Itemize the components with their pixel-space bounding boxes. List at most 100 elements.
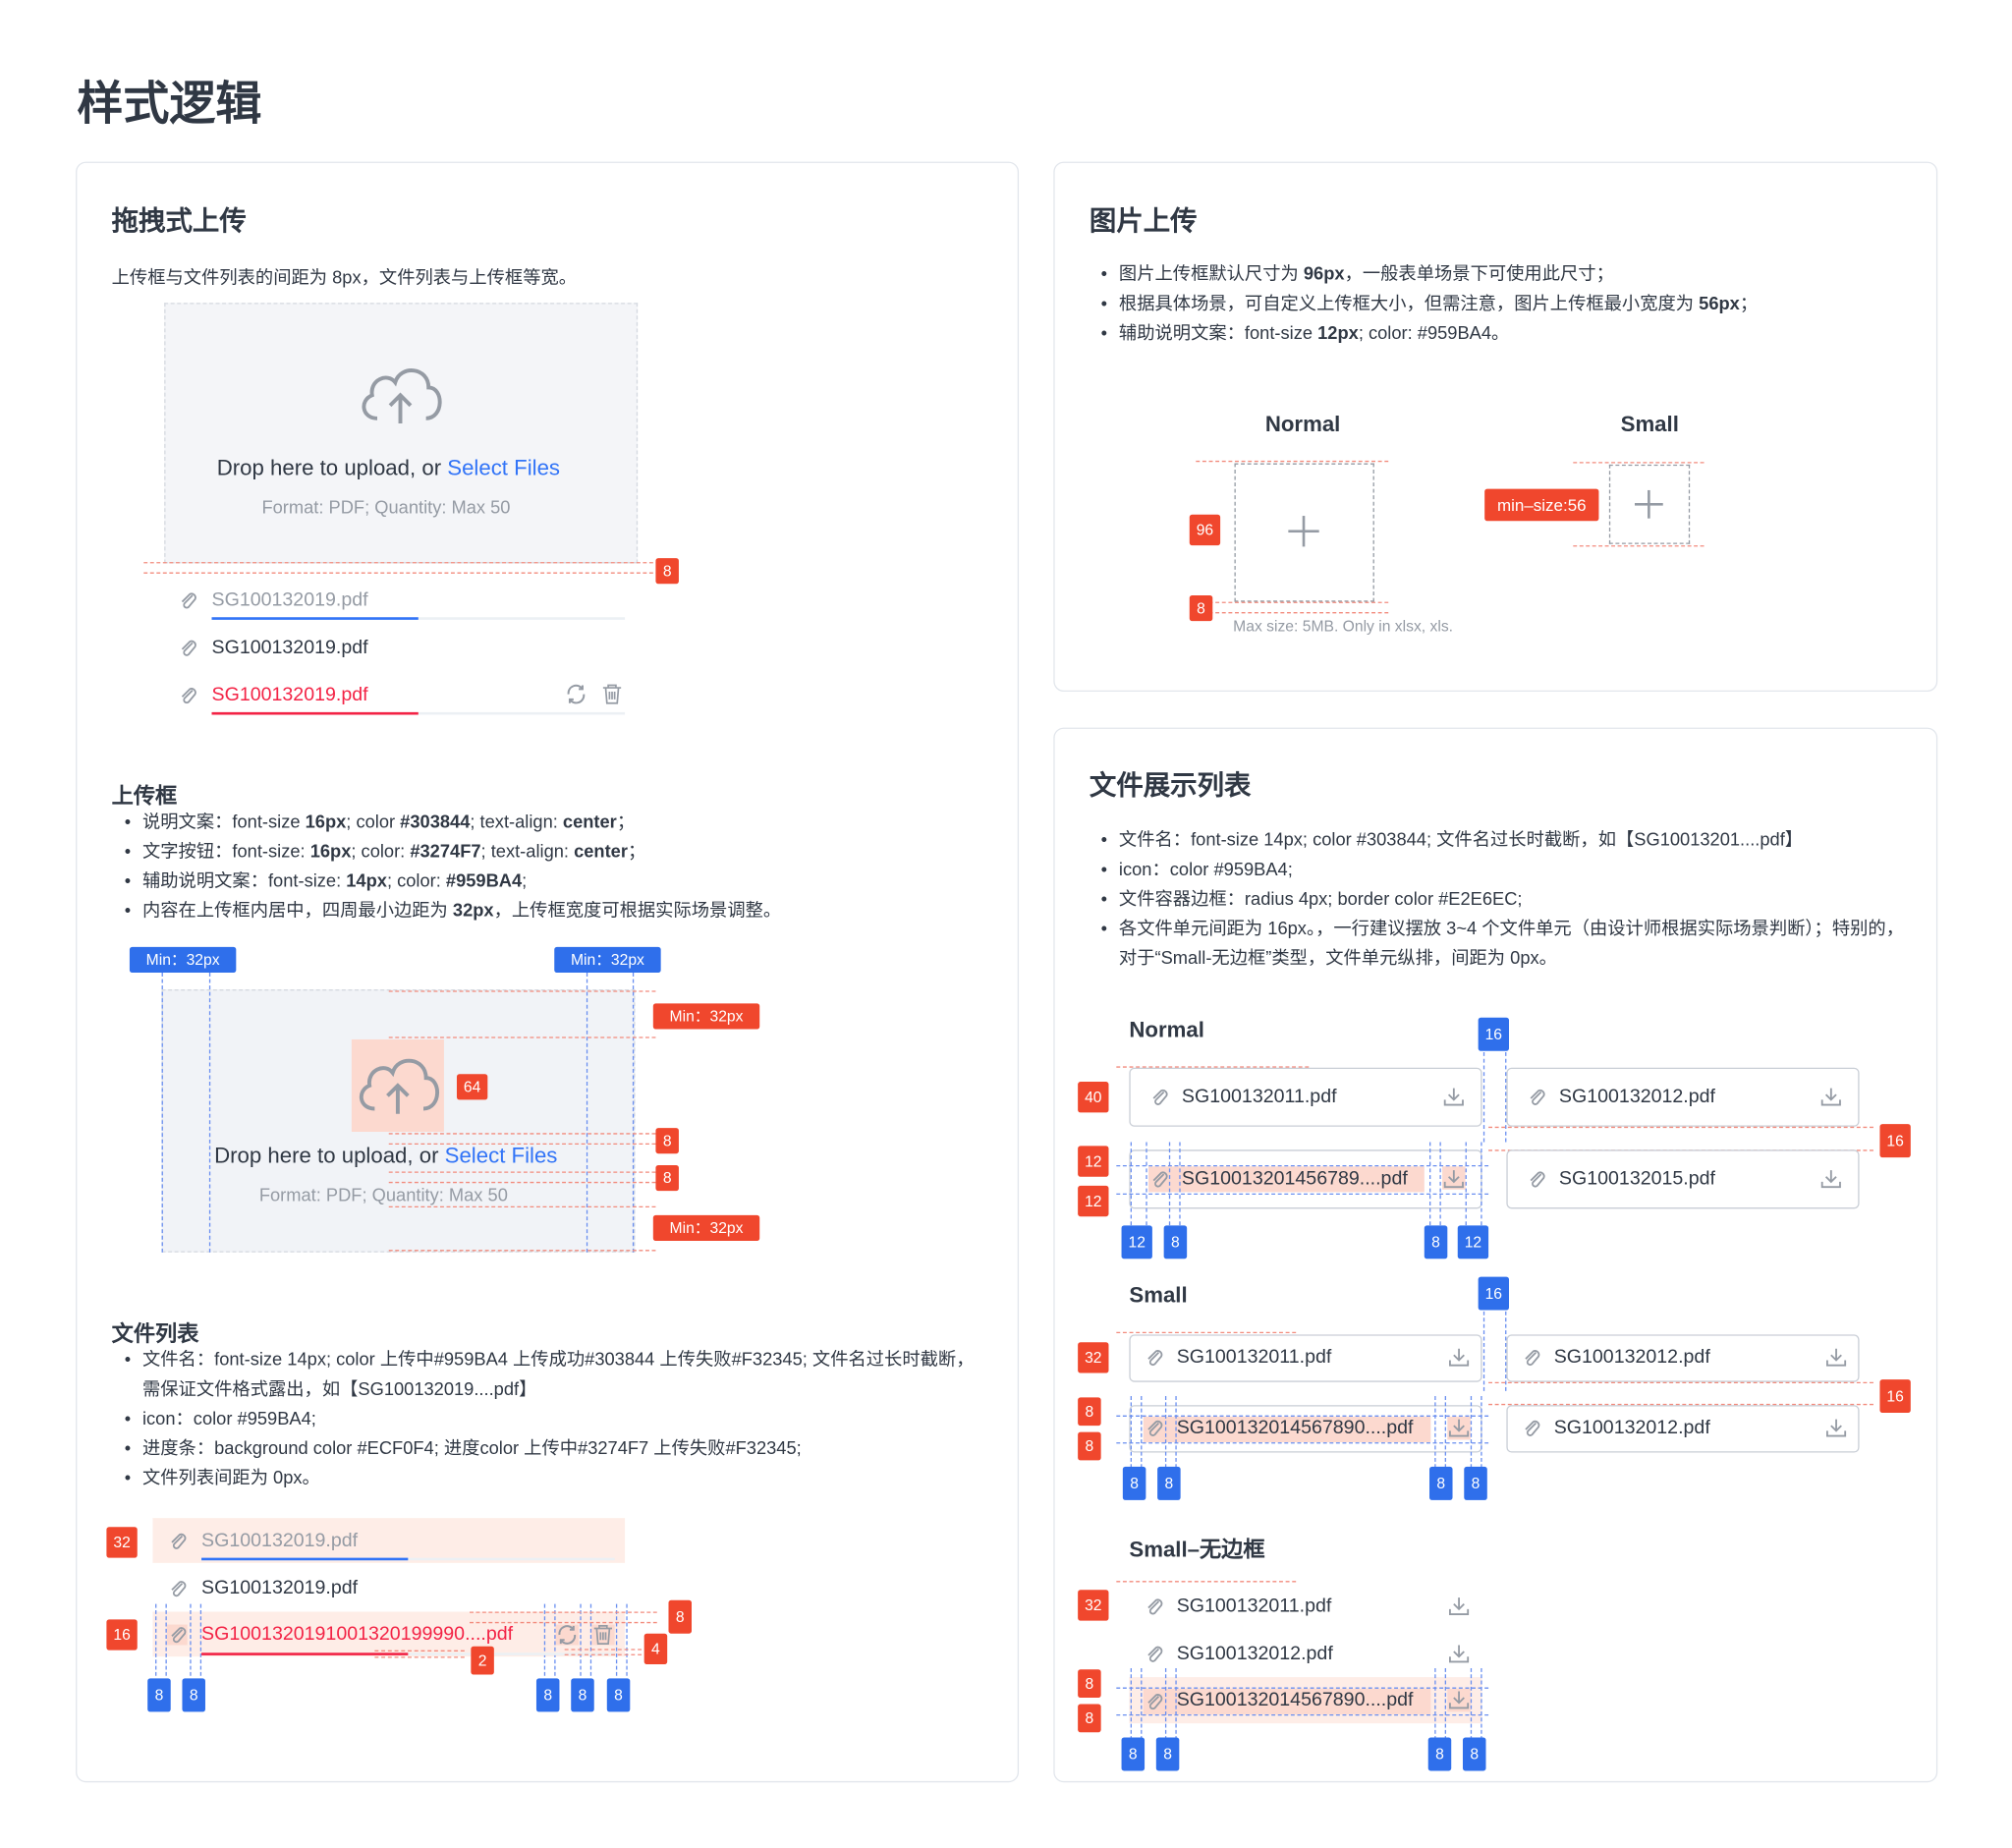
normal-label: Normal [1264, 412, 1341, 437]
spacing-badge-8: 8 [655, 1128, 679, 1154]
file-cell[interactable] [1506, 1067, 1860, 1127]
guide-line [564, 1653, 643, 1655]
file-cell[interactable] [1129, 1334, 1482, 1382]
spacing-badge-8: 8 [1189, 595, 1213, 622]
download-icon[interactable] [1447, 1596, 1471, 1617]
guide-line [1444, 1396, 1446, 1469]
icon-size-badge: 64 [456, 1074, 488, 1100]
guide-line [1505, 1311, 1507, 1391]
paperclip-icon [1147, 1350, 1163, 1367]
file-list-section-title: 文件列表 [111, 1321, 199, 1347]
select-files-link[interactable]: Select Files [447, 455, 561, 480]
guide-line [1116, 1713, 1489, 1716]
guide-line [1116, 1415, 1489, 1417]
guide-line [143, 562, 660, 564]
guide-line [1196, 460, 1389, 463]
bullet-item: 文件名：font-size 14px; color 上传中#959BA4 上传成… [122, 1345, 984, 1404]
guide-line [1444, 1667, 1446, 1741]
download-icon[interactable] [1442, 1169, 1466, 1190]
paperclip-icon [1530, 1089, 1545, 1105]
spacing-badge-12: 12 [1121, 1225, 1152, 1260]
small-borderless-label: Small–无边框 [1129, 1537, 1265, 1562]
image-upload-normal[interactable] [1234, 463, 1374, 602]
file-cell[interactable] [1506, 1405, 1860, 1453]
delete-icon[interactable] [602, 683, 623, 706]
guide-line [632, 973, 635, 1253]
drag-upload-intro: 上传框与文件列表的间距为 8px，文件列表与上传框等宽。 [111, 266, 578, 288]
guide-line [1116, 1331, 1297, 1334]
paperclip-icon [171, 1581, 187, 1597]
retry-icon[interactable] [565, 683, 588, 706]
guide-line [388, 1143, 656, 1146]
spacing-badge-8: 8 [1122, 1466, 1146, 1500]
min-size-badge: min–size:56 [1484, 488, 1599, 522]
download-icon[interactable] [1447, 1644, 1471, 1664]
paperclip-icon [181, 592, 196, 609]
download-icon[interactable] [1824, 1347, 1848, 1368]
upload-box-bullets: 说明文案：font-size 16px; color #303844; text… [122, 808, 781, 925]
file-name[interactable]: SG100132014567890....pdf [1176, 1688, 1414, 1711]
file-cell[interactable] [1506, 1334, 1860, 1382]
file-name: SG100132012.pdf [1553, 1346, 1710, 1369]
row-highlight [152, 1518, 626, 1563]
guide-line [1116, 1164, 1489, 1167]
spacing-badge-8: 8 [571, 1678, 594, 1712]
download-icon[interactable] [1819, 1169, 1843, 1190]
upload-dropzone[interactable] [164, 303, 639, 564]
retry-icon[interactable] [556, 1623, 580, 1647]
guide-line [1164, 1667, 1167, 1741]
file-name-success[interactable]: SG100132019.pdf [211, 636, 368, 659]
guide-line [589, 1603, 592, 1676]
text-highlight [1143, 1416, 1431, 1443]
guide-line [1116, 1687, 1489, 1689]
image-upload-small[interactable] [1608, 464, 1691, 544]
paperclip-icon [1152, 1171, 1168, 1188]
delete-icon[interactable] [592, 1623, 613, 1647]
padding-8-badge: 8 [1078, 1397, 1101, 1427]
download-icon[interactable] [1442, 1087, 1466, 1107]
row-height-badge: 32 [106, 1527, 138, 1558]
image-upload-title: 图片上传 [1089, 206, 1198, 237]
file-name[interactable]: SG100132012.pdf [1176, 1642, 1333, 1665]
guide-line [161, 973, 163, 1253]
guide-line [1434, 1667, 1436, 1741]
bullet-item: 辅助说明文案：font-size: 14px; color: #959BA4; [122, 867, 781, 896]
file-name: SG100132012.pdf [1558, 1085, 1715, 1108]
padding-8-badge: 8 [1078, 1704, 1101, 1733]
guide-line [155, 1603, 157, 1676]
padding-8-badge: 8 [1078, 1431, 1101, 1461]
bullet-item: icon：color #959BA4; [122, 1404, 984, 1433]
normal-section-label: Normal [1129, 1017, 1204, 1042]
guide-line [564, 1649, 643, 1651]
file-name: SG10013201456789....pdf [1181, 1167, 1408, 1190]
bullet-item: 根据具体场景，可自定义上传框大小，但需注意，图片上传框最小宽度为 56px； [1098, 289, 1758, 318]
plus-icon [1288, 516, 1319, 547]
guide-line [1179, 1142, 1181, 1232]
guide-line [580, 1603, 582, 1676]
guide-line [208, 973, 211, 1253]
file-cell[interactable] [1506, 1149, 1860, 1209]
file-cell[interactable] [1129, 1067, 1482, 1127]
guide-line [1196, 612, 1389, 614]
download-icon[interactable] [1447, 1418, 1471, 1438]
guide-line [1573, 462, 1705, 464]
download-icon[interactable] [1447, 1347, 1471, 1368]
guide-line [470, 1611, 657, 1613]
padding-8-badge: 8 [1078, 1669, 1101, 1698]
guide-line [470, 1621, 657, 1624]
download-icon[interactable] [1447, 1690, 1471, 1710]
bullet-item: 文件列表间距为 0px。 [122, 1463, 984, 1492]
bullet-item: 各文件单元间距为 16px。，一行建议摆放 3~4 个文件单元（由设计师根据实际… [1098, 914, 1915, 973]
bullet-item: 辅助说明文案：font-size 12px; color: #959BA4。 [1098, 318, 1758, 348]
file-name-success[interactable]: SG100132019.pdf [201, 1577, 359, 1599]
paperclip-icon [171, 1627, 187, 1644]
spacing-badge-8: 8 [1157, 1466, 1181, 1500]
file-list-title: 文件展示列表 [1089, 770, 1252, 802]
guide-line [388, 990, 656, 992]
download-icon[interactable] [1824, 1418, 1848, 1438]
file-name[interactable]: SG100132011.pdf [1176, 1595, 1332, 1617]
file-list-bullets: 文件名：font-size 14px; color 上传中#959BA4 上传成… [122, 1345, 984, 1492]
guide-line [199, 1603, 202, 1676]
download-icon[interactable] [1819, 1087, 1843, 1107]
small-section-label: Small [1129, 1283, 1188, 1308]
